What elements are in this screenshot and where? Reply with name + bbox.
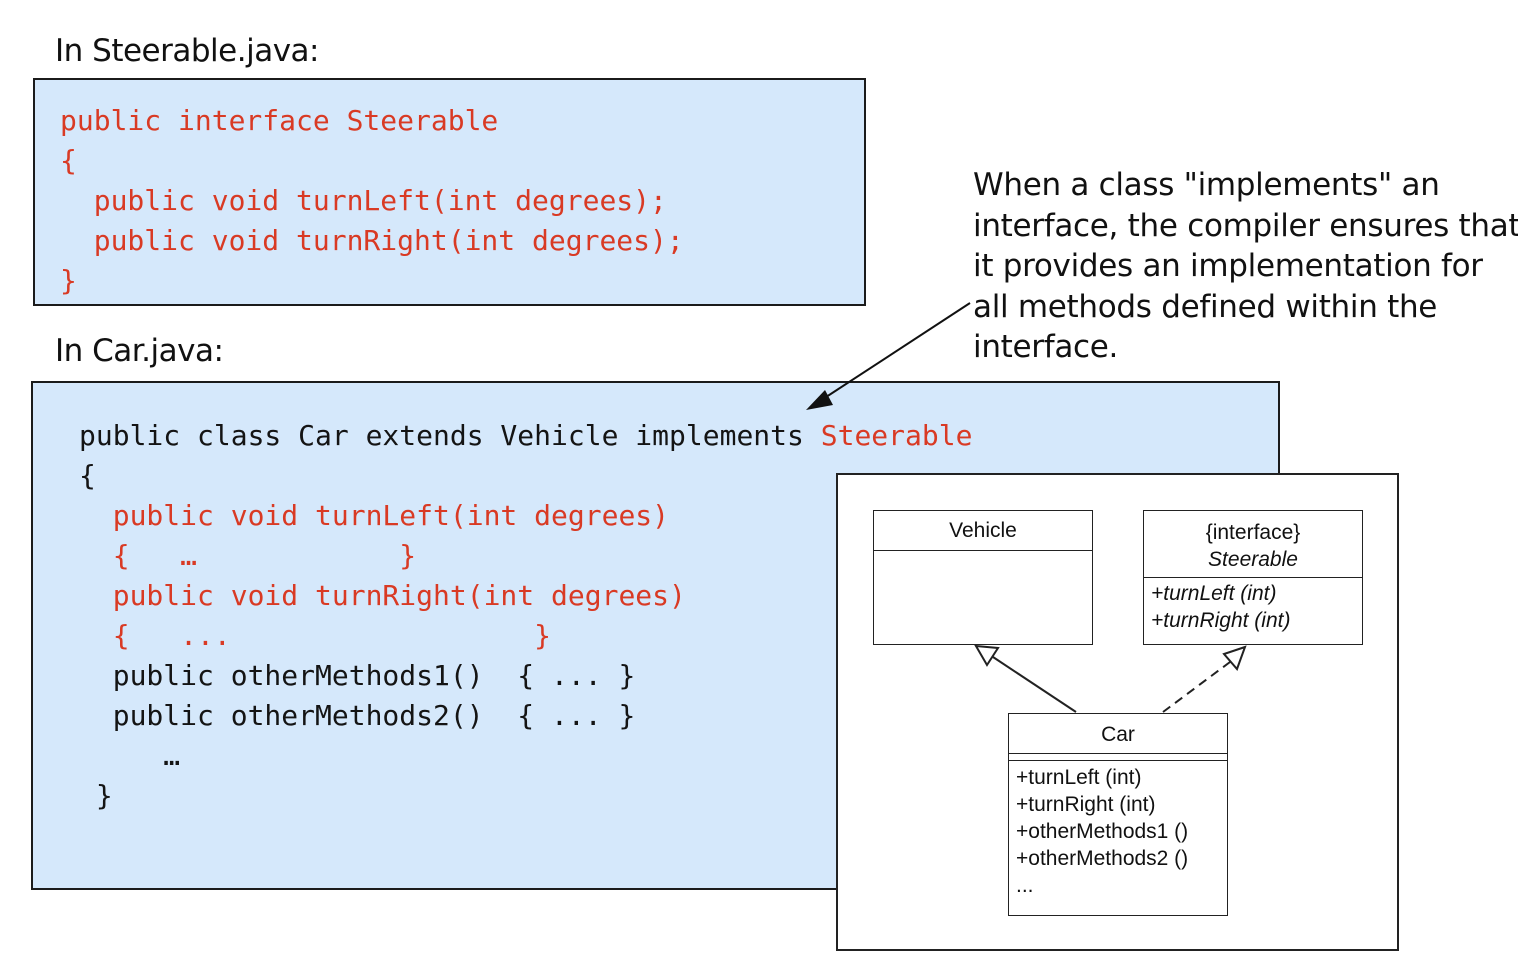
code-token: } <box>79 779 113 812</box>
uml-car-method: +otherMethods2 () <box>1016 847 1189 870</box>
code-line: { … } <box>79 536 972 576</box>
note-line: it provides an implementation for <box>973 248 1483 284</box>
code-line: } <box>79 776 972 816</box>
code-token: } <box>60 264 77 297</box>
code-line: public void turnRight(int degrees); <box>60 221 684 261</box>
code-token: Steerable <box>820 419 973 452</box>
realization-arrowhead <box>1222 645 1247 671</box>
code-token: public void turnRight(int degrees) <box>79 579 686 612</box>
code-token: { <box>60 144 77 177</box>
uml-car-method: ... <box>1016 874 1034 897</box>
code-token: { … } <box>79 539 417 572</box>
code-line: public void turnLeft(int degrees); <box>60 181 684 221</box>
code-token: public class Car extends Vehicle impleme… <box>79 419 821 452</box>
code-line: } <box>60 261 684 301</box>
code-token: … <box>79 739 181 772</box>
code-token: { ... } <box>79 619 552 652</box>
uml-class-vehicle: Vehicle <box>873 510 1093 645</box>
uml-steerable-name: Steerable <box>1208 548 1298 571</box>
realization-line <box>1162 661 1231 713</box>
code-token: public void turnLeft(int degrees) <box>79 499 670 532</box>
steerable-code-box: public interface Steerable { public void … <box>33 78 866 306</box>
code-token: public otherMethods2() { ... } <box>79 699 636 732</box>
code-line: public class Car extends Vehicle impleme… <box>79 416 972 456</box>
uml-car-method: +turnLeft (int) <box>1016 766 1142 789</box>
uml-vehicle-name: Vehicle <box>874 511 1092 551</box>
uml-car-method: +turnRight (int) <box>1016 793 1156 816</box>
generalization-line <box>992 656 1077 713</box>
note-arrow-line <box>819 302 971 402</box>
code-line: { <box>60 141 684 181</box>
note-arrowhead <box>806 390 833 410</box>
uml-car-methods: +turnLeft (int) +turnRight (int) +otherM… <box>1009 760 1227 899</box>
steerable-code: public interface Steerable { public void … <box>60 101 684 301</box>
note-line: interface. <box>973 329 1119 365</box>
code-line: public void turnLeft(int degrees) <box>79 496 972 536</box>
code-token: public otherMethods1() { ... } <box>79 659 636 692</box>
uml-diagram-panel: Vehicle {interface} Steerable +turnLeft … <box>836 473 1399 951</box>
code-line: public void turnRight(int degrees) <box>79 576 972 616</box>
code-line: … <box>79 736 972 776</box>
uml-car-name: Car <box>1009 714 1227 754</box>
steerable-file-label: In Steerable.java: <box>55 33 319 69</box>
note-line: When a class "implements" an <box>973 167 1440 203</box>
code-line: public otherMethods1() { ... } <box>79 656 972 696</box>
code-token: public void turnRight(int degrees); <box>60 224 684 257</box>
code-token: public interface Steerable <box>60 104 499 137</box>
car-file-label: In Car.java: <box>55 333 224 369</box>
code-line: { ... } <box>79 616 972 656</box>
code-line: public otherMethods2() { ... } <box>79 696 972 736</box>
uml-steerable-method: +turnRight (int) <box>1151 609 1291 632</box>
uml-class-steerable: {interface} Steerable +turnLeft (int) +t… <box>1143 510 1363 645</box>
uml-class-car: Car +turnLeft (int) +turnRight (int) +ot… <box>1008 713 1228 916</box>
code-line: public interface Steerable <box>60 101 684 141</box>
code-line: { <box>79 456 972 496</box>
generalization-arrowhead <box>974 644 1000 667</box>
uml-steerable-stereotype: {interface} <box>1205 521 1301 544</box>
uml-steerable-method: +turnLeft (int) <box>1151 582 1277 605</box>
car-code: public class Car extends Vehicle impleme… <box>79 416 972 816</box>
note-line: interface, the compiler ensures that <box>973 207 1518 244</box>
note-line: all methods defined within the <box>973 288 1438 325</box>
code-token: { <box>79 459 96 492</box>
code-token: public void turnLeft(int degrees); <box>60 184 667 217</box>
implements-note: When a class "implements" an interface, … <box>973 165 1518 368</box>
uml-car-method: +otherMethods1 () <box>1016 820 1189 843</box>
